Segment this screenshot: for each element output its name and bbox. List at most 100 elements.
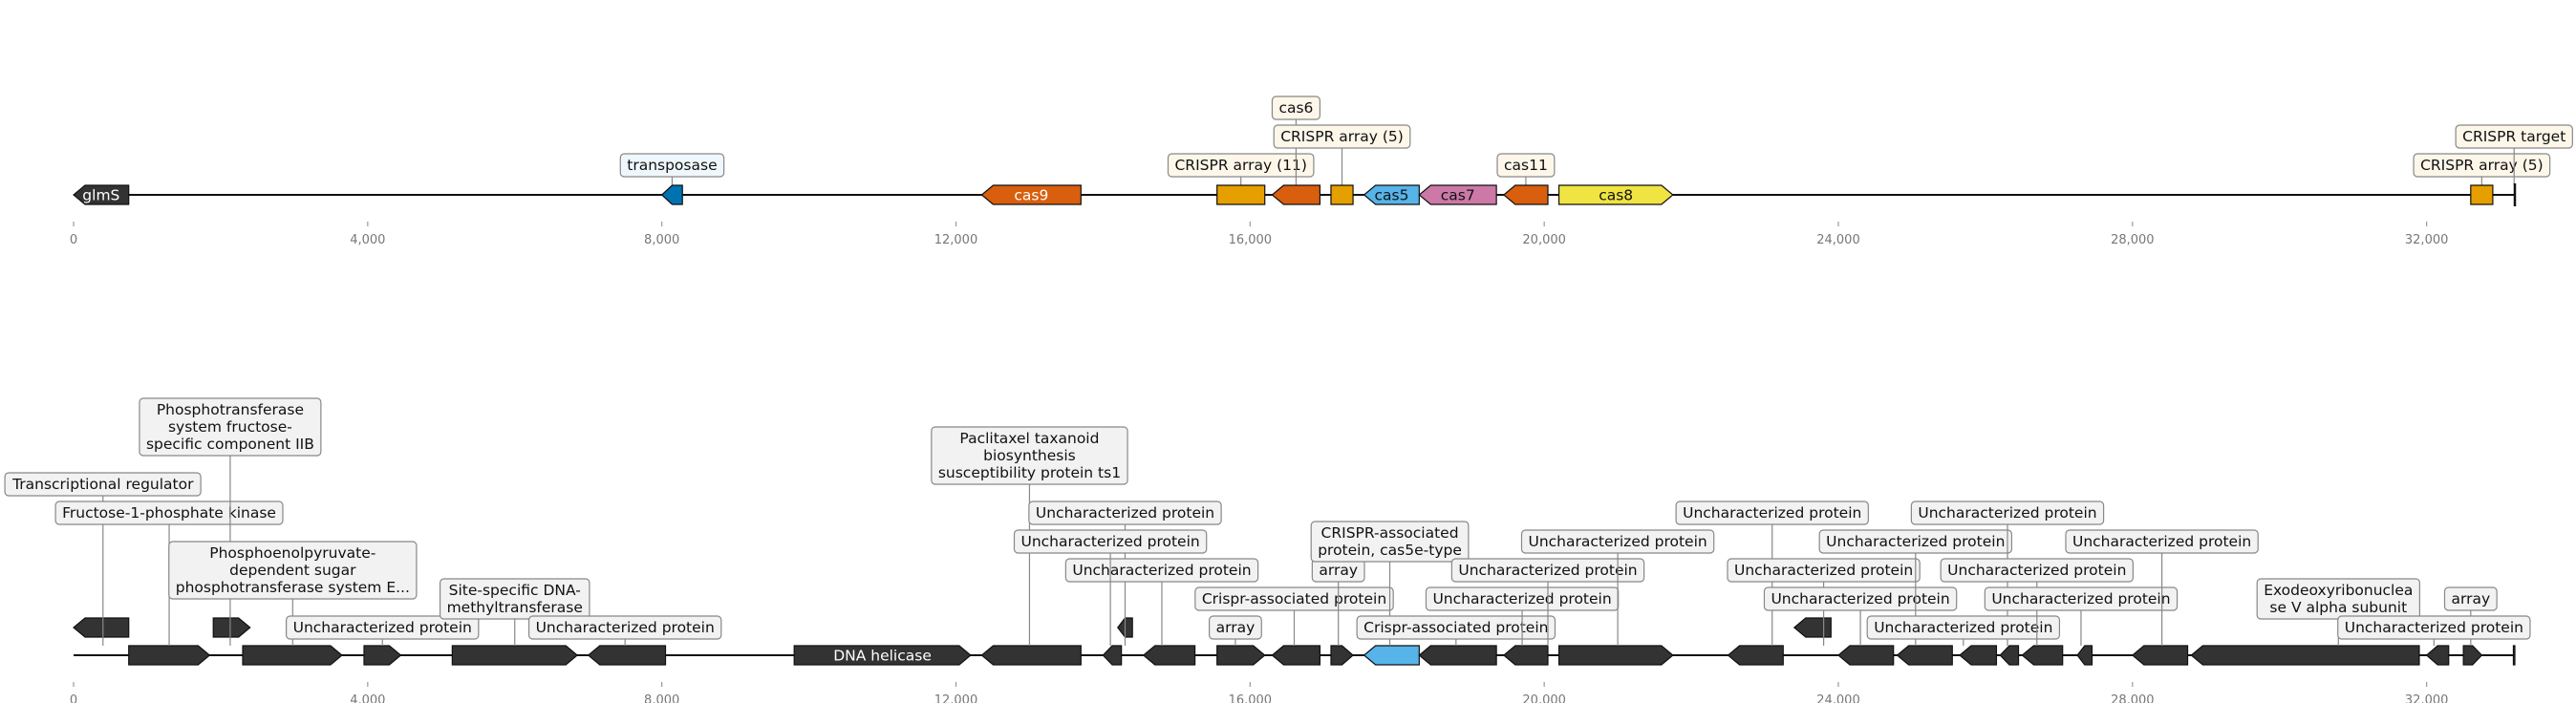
crispr11-label: CRISPR array (11): [1167, 153, 1315, 178]
label-text: Uncharacterized protein: [1947, 562, 2126, 579]
g18-label: Crispr-associated protein: [1356, 615, 1556, 640]
g3-label: Fructose-1-phosphate kinase: [54, 501, 284, 525]
tick-label: 16,000: [1229, 233, 1273, 247]
label-text: Uncharacterized protein: [1991, 590, 2170, 607]
label-text: Uncharacterized protein: [2345, 619, 2523, 636]
label-text: Site-specific DNA-methyltransferase: [447, 582, 583, 616]
g24-gene: [1959, 645, 1998, 666]
label-text: CRISPR target: [2462, 128, 2565, 145]
crispr5b-label: CRISPR array (5): [2413, 153, 2551, 178]
label-text: Uncharacterized protein: [293, 619, 472, 636]
g8-gene-name: DNA helicase: [833, 648, 932, 665]
tick-label: 32,000: [2405, 233, 2449, 247]
g19-label: Uncharacterized protein: [1425, 586, 1620, 611]
g7-label: Site-specific DNA-methyltransferase: [439, 578, 590, 620]
tick-label: 16,000: [1229, 693, 1273, 703]
g28-gene: [2131, 645, 2189, 666]
tick-label: 24,000: [1816, 693, 1860, 703]
tick-label: 8,000: [644, 693, 679, 703]
g23-gene: [1896, 645, 1953, 666]
tick-label: 28,000: [2111, 233, 2155, 247]
g10-gene: [1102, 645, 1123, 666]
cas7-gene: [1418, 184, 1497, 205]
g24-label: Uncharacterized protein: [1763, 586, 1958, 611]
cas11-label: cas11: [1496, 153, 1556, 178]
g6-gene: [451, 645, 579, 666]
crispr11-gene: [1216, 184, 1266, 205]
g7-gene: [587, 645, 667, 666]
g9-gene: [980, 645, 1082, 666]
bottom-gene-track: 0 4,000 8,000 12,000 16,000 20,000 24,000 28,00…: [4, 397, 2531, 703]
g8-label: Uncharacterized protein: [527, 615, 722, 640]
g2-label: Transcriptional regulator: [4, 472, 202, 497]
g6-label: Uncharacterized protein: [286, 615, 480, 640]
g30-gene: [2425, 645, 2450, 666]
g15-gene: [1330, 645, 1354, 666]
tick-label: 20,000: [1522, 693, 1566, 703]
crispr5a-label: CRISPR array (5): [1273, 124, 1411, 149]
g33-label: Uncharacterized protein: [2337, 615, 2531, 640]
label-text: Uncharacterized protein: [1874, 619, 2052, 636]
g22-gene: [1837, 645, 1895, 666]
g20-gene: [1727, 645, 1784, 666]
g1-gene: [73, 617, 130, 638]
label-text: Crispr-associated protein: [1202, 590, 1386, 607]
g4-gene: [242, 645, 343, 666]
tick-label: 4,000: [350, 693, 385, 703]
label-text: Uncharacterized protein: [1918, 504, 2096, 522]
label-text: Uncharacterized protein: [1072, 562, 1251, 579]
g29-gene: [2190, 645, 2420, 666]
crispr5a-gene: [1330, 184, 1354, 205]
label-text: array: [1216, 619, 1256, 636]
g21-label: Uncharacterized protein: [1520, 529, 1715, 554]
g18-gene: [1502, 645, 1549, 666]
label-text: cas6: [1278, 99, 1313, 117]
label-text: Uncharacterized protein: [1771, 590, 1949, 607]
label-text: CRISPR array (11): [1174, 157, 1306, 174]
tick-label: 0: [70, 233, 77, 247]
cas5-gene: [1363, 184, 1420, 205]
tick-label: 4,000: [350, 233, 385, 247]
g13-gene: [1216, 645, 1266, 666]
g22-label: Uncharacterized protein: [1675, 501, 1869, 525]
g29-label: Uncharacterized protein: [1984, 586, 2179, 611]
cas7-gene-name: cas7: [1441, 187, 1475, 204]
label-text: Uncharacterized protein: [1683, 504, 1861, 522]
g25-label: Uncharacterized protein: [1818, 529, 2013, 554]
tick-label: 0: [70, 693, 77, 703]
tick-label: 12,000: [934, 693, 978, 703]
g28-label: Uncharacterized protein: [1940, 558, 2134, 583]
label-text: CRISPR array (5): [2420, 157, 2544, 174]
label-text: Transcriptional regulator: [11, 476, 194, 493]
label-text: Uncharacterized protein: [1020, 533, 1199, 550]
label-text: Uncharacterized protein: [536, 619, 715, 636]
g13-label: Uncharacterized protein: [1013, 529, 1208, 554]
cas5-gene-name: cas5: [1374, 187, 1408, 204]
g8-gene: [793, 645, 972, 666]
label-text: cas11: [1504, 157, 1548, 174]
tick-label: 24,000: [1816, 233, 1860, 247]
tick-label: 32,000: [2405, 693, 2449, 703]
g27-label: Uncharacterized protein: [1866, 615, 2061, 640]
label-text: CRISPR array (5): [1280, 128, 1404, 145]
cas8-gene-name: cas8: [1599, 187, 1633, 204]
glmS-gene: [73, 184, 130, 205]
g12-label: Uncharacterized protein: [1064, 558, 1259, 583]
label-text: Uncharacterized protein: [1528, 533, 1707, 550]
g12-gene: [1142, 645, 1196, 666]
g23-label: Uncharacterized protein: [1727, 558, 1921, 583]
g16-gene: [1363, 645, 1420, 666]
label-text: Uncharacterized protein: [2072, 533, 2251, 550]
label-text: Uncharacterized protein: [1826, 533, 2005, 550]
tick-label: 20,000: [1522, 233, 1566, 247]
g20-label: Uncharacterized protein: [1450, 558, 1645, 583]
label-text: Uncharacterized protein: [1036, 504, 1214, 522]
g31-gene: [2462, 645, 2483, 666]
label-text: Crispr-associated protein: [1363, 619, 1548, 636]
tick-label: 28,000: [2111, 693, 2155, 703]
